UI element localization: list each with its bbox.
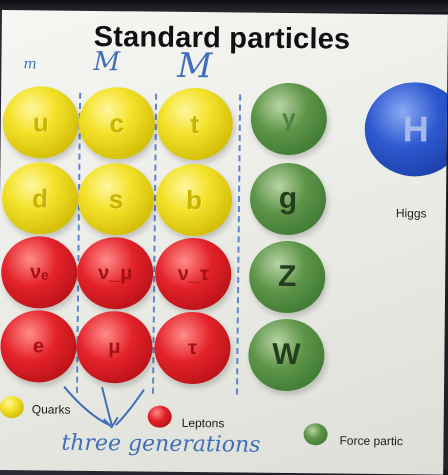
quark-charm: c xyxy=(78,86,156,160)
legend-force-dot xyxy=(303,423,328,446)
handwritten-mark-3: M xyxy=(177,45,213,87)
generation-divider-3 xyxy=(235,94,242,395)
quark-strange: s xyxy=(77,162,155,236)
quark-down: d xyxy=(1,162,79,235)
quark-bottom: b xyxy=(155,163,233,237)
lepton-muon: μ xyxy=(76,310,153,384)
screen-frame xyxy=(0,0,448,12)
higgs-boson: H xyxy=(364,81,448,177)
legend-lepton-dot xyxy=(147,405,172,428)
slide-title: Standard particles xyxy=(93,20,351,56)
force-z-boson: Z xyxy=(248,240,326,314)
lepton-electron: e xyxy=(0,310,77,383)
slide: Standard particles m M M u c t d s b νₑ … xyxy=(0,10,448,475)
force-gluon: g xyxy=(249,162,327,236)
handwritten-mark-2: M xyxy=(93,46,121,78)
lepton-tau-neutrino: ν_τ xyxy=(154,237,232,311)
force-w-boson: W xyxy=(248,318,325,392)
lepton-tau: τ xyxy=(154,311,231,385)
legend-quarks-label: Quarks xyxy=(31,402,71,417)
lepton-muon-neutrino: ν_μ xyxy=(76,236,154,310)
quark-up: u xyxy=(2,86,80,159)
handwritten-arrows xyxy=(63,386,145,429)
handwritten-mark-1: m xyxy=(23,56,37,73)
lepton-electron-neutrino: νₑ xyxy=(0,236,78,309)
legend-leptons-label: Leptons xyxy=(181,415,225,431)
quark-top: t xyxy=(156,87,234,161)
force-photon: γ xyxy=(250,82,328,156)
higgs-label: Higgs xyxy=(395,206,427,221)
legend-force-label: Force partic xyxy=(339,433,403,449)
handwritten-caption: three generations xyxy=(61,430,261,458)
legend-quark-dot xyxy=(0,395,24,419)
